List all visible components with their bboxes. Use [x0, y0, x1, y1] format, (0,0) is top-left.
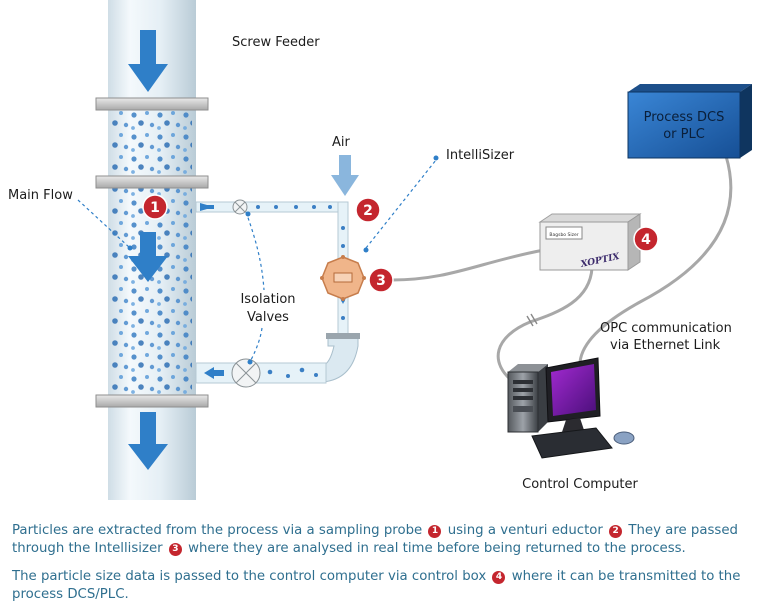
- main-pipe: [95, 0, 209, 500]
- inline-badge-2: 2: [609, 525, 623, 538]
- inline-badge-3: 3: [168, 543, 182, 556]
- control-computer-label: Control Computer: [522, 477, 638, 492]
- leader-lines: [77, 159, 437, 363]
- process-dcs-box: Process DCS or PLC: [627, 84, 752, 159]
- opc-label-line1: OPC communication: [600, 321, 732, 336]
- badge-1: 1: [142, 194, 168, 220]
- isolation-valves-label-line2: Valves: [247, 310, 289, 325]
- svg-text:3: 3: [376, 273, 386, 289]
- caption-text: The particle size data is passed to the …: [12, 569, 487, 584]
- screw-feeder-label: Screw Feeder: [232, 35, 320, 50]
- flange: [95, 97, 209, 111]
- svg-text:4: 4: [641, 232, 651, 248]
- opc-label-line2: via Ethernet Link: [610, 338, 721, 353]
- isolation-valves-label-line1: Isolation: [240, 292, 295, 307]
- svg-text:1: 1: [150, 200, 160, 216]
- caption-paragraph-1: Particles are extracted from the process…: [12, 522, 762, 558]
- badge-4: 4: [633, 226, 659, 252]
- caption-paragraph-2: The particle size data is passed to the …: [12, 568, 762, 604]
- intellisizer-unit: [320, 255, 366, 301]
- down-arrow-icon: [128, 30, 168, 92]
- control-box: Bagsbo Sizer XOPTIX: [538, 213, 642, 271]
- process-dcs-label-line2: or PLC: [663, 127, 705, 142]
- inline-badge-1: 1: [428, 525, 442, 538]
- caption-text: where it can be transmitted to the proce…: [12, 569, 741, 602]
- flange: [95, 394, 209, 408]
- flange: [95, 175, 209, 189]
- svg-text:2: 2: [363, 203, 373, 219]
- air-inlet-arrow-icon: [331, 155, 359, 196]
- control-box-label: Bagsbo Sizer: [549, 232, 578, 238]
- air-label: Air: [332, 135, 351, 150]
- isolation-valve: [232, 199, 248, 215]
- process-dcs-label-line1: Process DCS: [644, 110, 725, 125]
- caption-text: They are passed through the Intellisizer: [12, 523, 738, 556]
- sampling-loop: [195, 155, 366, 388]
- badge-2: 2: [355, 197, 381, 223]
- caption-text: Particles are extracted from the process…: [12, 523, 423, 538]
- main-flow-label: Main Flow: [8, 188, 73, 203]
- caption-text: using a venturi eductor: [447, 523, 603, 538]
- left-arrow-icon: [204, 367, 214, 379]
- down-arrow-icon: [128, 412, 168, 470]
- badge-3: 3: [368, 267, 394, 293]
- control-computer: [507, 357, 635, 459]
- process-diagram: Process DCS or PLC Bagsbo Sizer XOPTIX: [8, 0, 752, 500]
- inline-badge-4: 4: [492, 571, 506, 584]
- intellisizer-label: IntelliSizer: [446, 148, 515, 163]
- isolation-valve: [231, 358, 261, 388]
- caption-text: where they are analysed in real time bef…: [188, 541, 686, 556]
- down-arrow-icon: [128, 232, 168, 282]
